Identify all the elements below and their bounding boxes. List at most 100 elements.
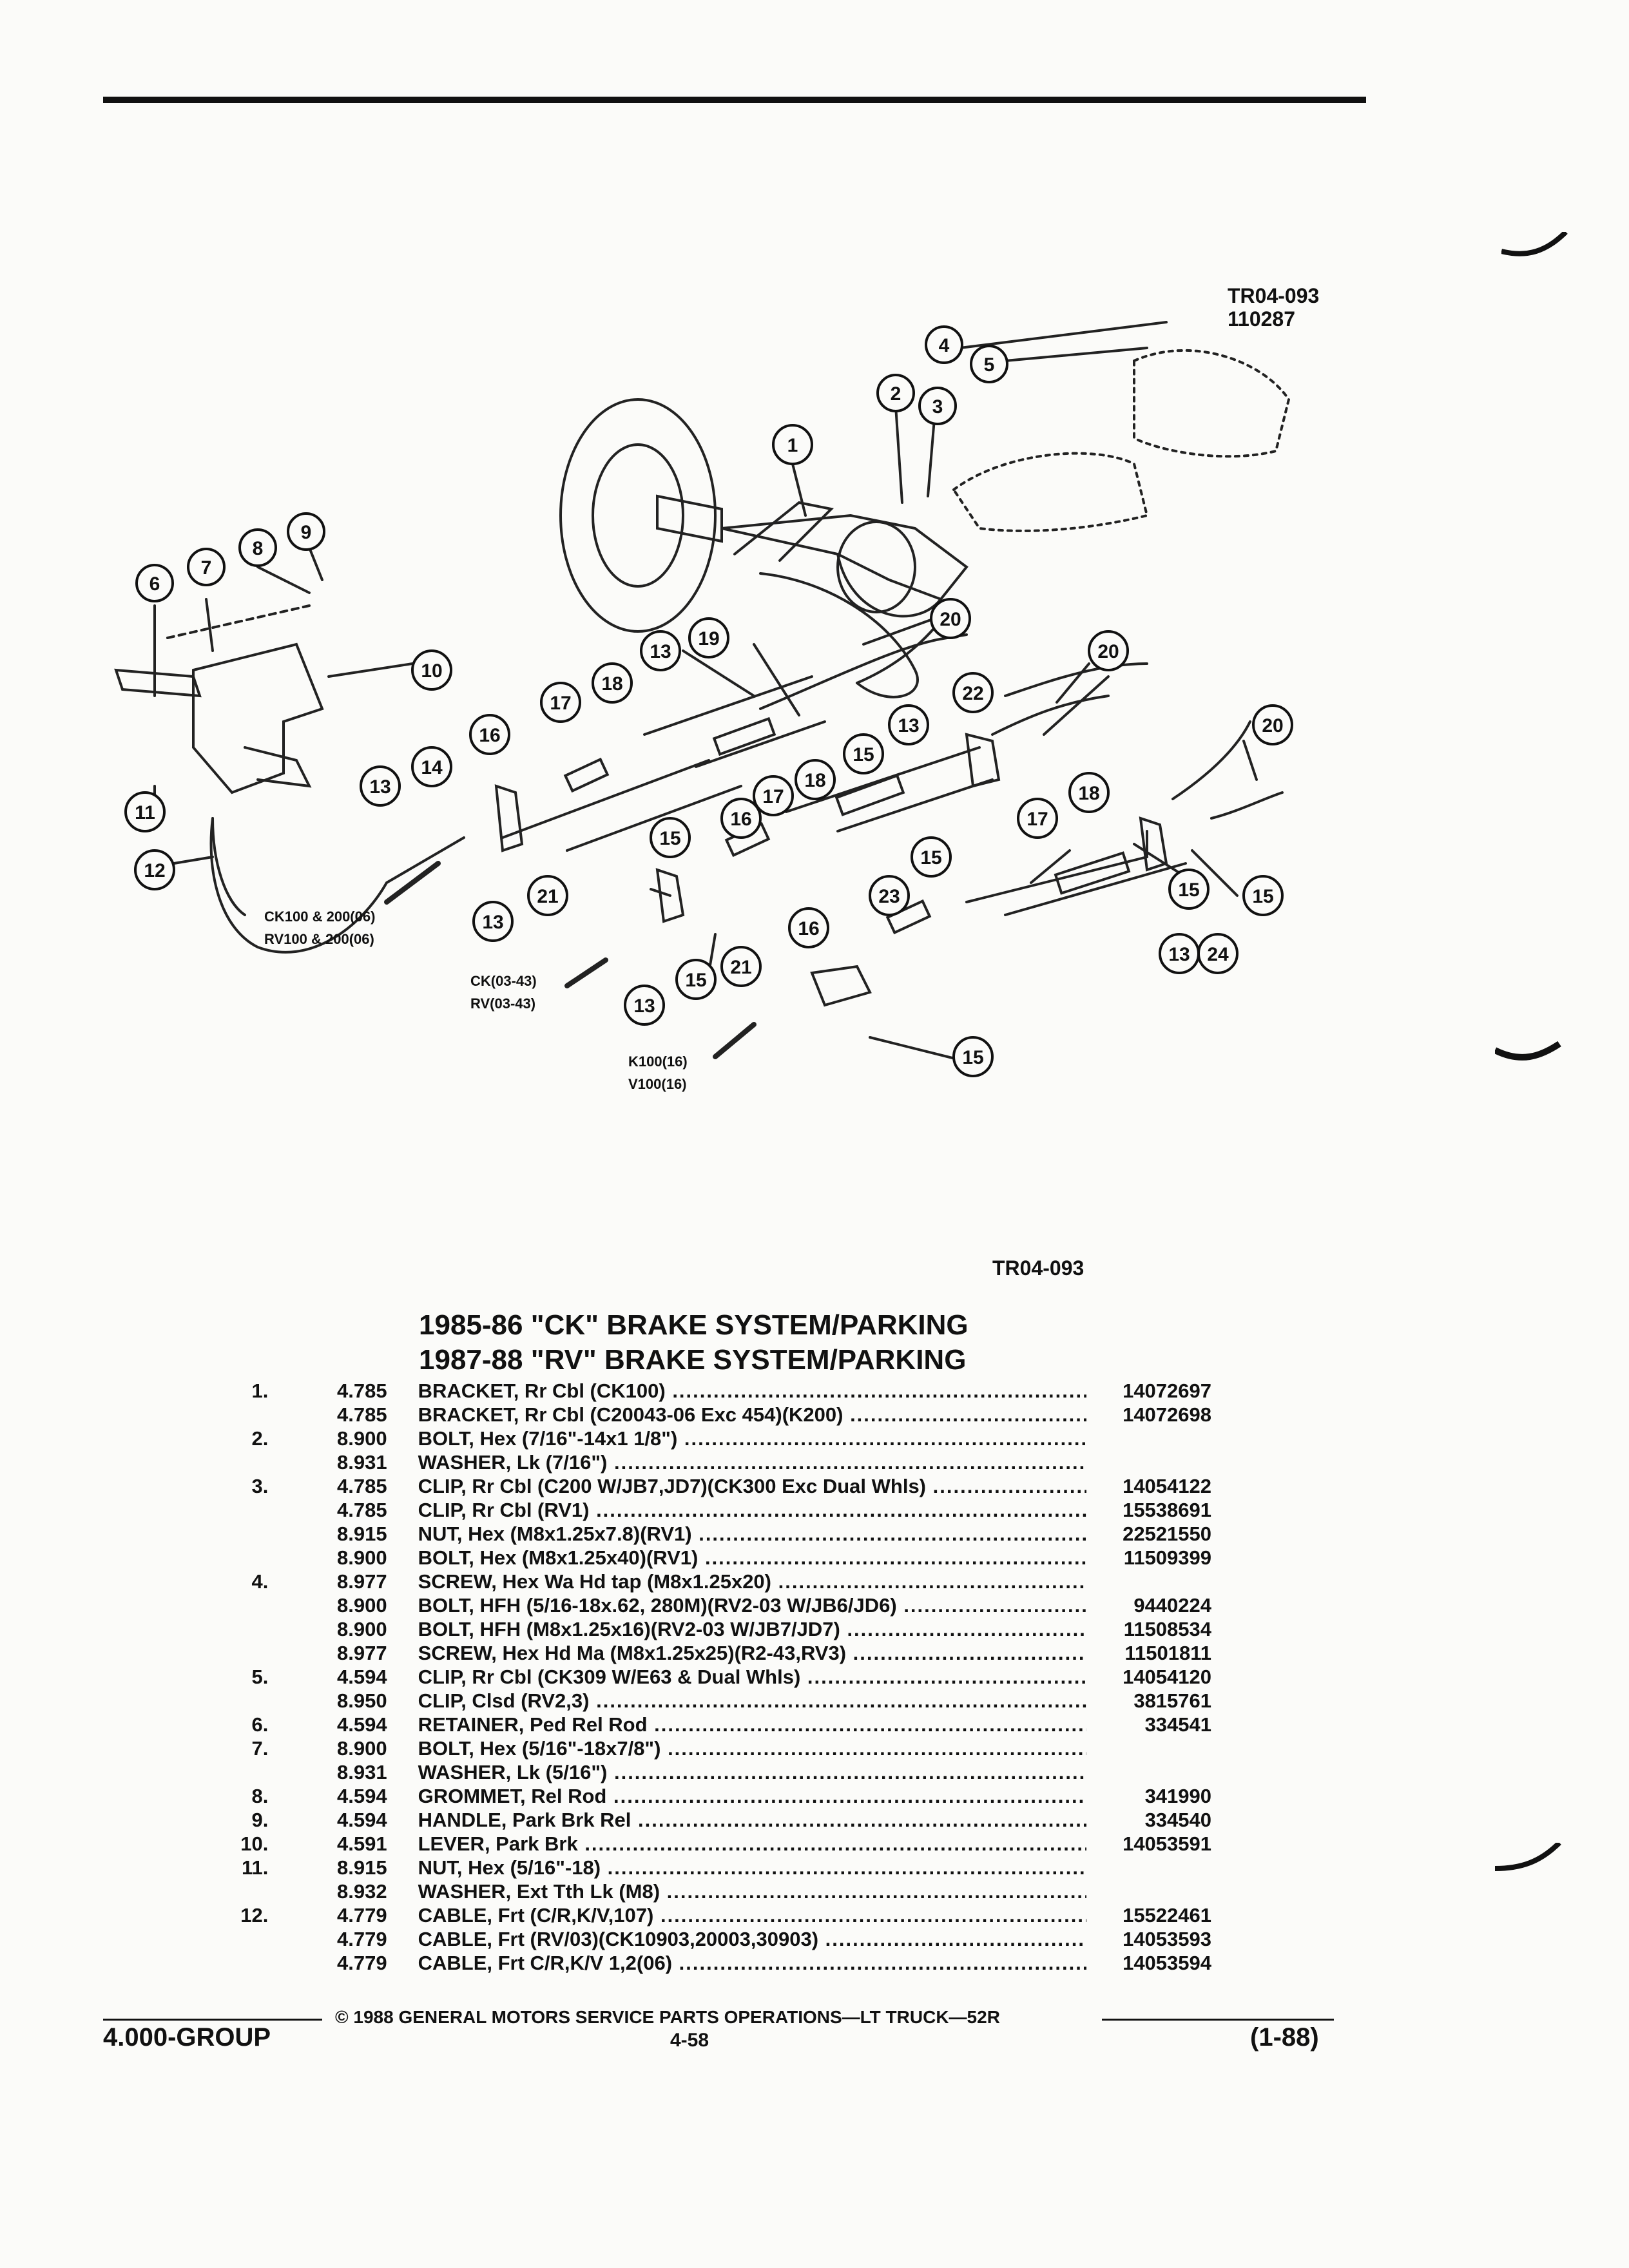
- callout-21: 21: [537, 886, 558, 907]
- part-number: 334541: [1086, 1713, 1212, 1736]
- part-item-number: 5.: [251, 1666, 269, 1688]
- callout-15: 15: [920, 847, 941, 869]
- part-group-number: 4.594: [337, 1666, 387, 1688]
- part-number: 14072698: [1086, 1403, 1212, 1427]
- callout-15: 15: [1178, 879, 1199, 901]
- part-number: 14072697: [1086, 1379, 1212, 1403]
- revision-date: (1-88): [1250, 2023, 1319, 2052]
- callout-19: 19: [698, 628, 719, 649]
- part-group-number: 4.785: [337, 1379, 387, 1402]
- part-description: CABLE, Frt C/R,K/V 1,2(06): [387, 1951, 1087, 1975]
- part-item-number: 11.: [241, 1856, 269, 1879]
- part-group-number: 4.779: [337, 1928, 387, 1950]
- part-description: BOLT, Hex (5/16"-18x7/8"): [387, 1736, 1087, 1760]
- callout-6: 6: [149, 573, 160, 595]
- part-number: 15538691: [1086, 1498, 1212, 1522]
- part-description: BOLT, HFH (5/16-18x.62, 280M)(RV2-03 W/J…: [387, 1593, 1087, 1617]
- part-description: CLIP, Rr Cbl (RV1): [387, 1498, 1087, 1522]
- callout-13: 13: [482, 912, 503, 933]
- part-description: NUT, Hex (M8x1.25x7.8)(RV1): [387, 1522, 1087, 1546]
- part-description: LEVER, Park Brk: [387, 1832, 1087, 1856]
- callout-15: 15: [962, 1047, 983, 1068]
- figure-id: TR04-093: [1228, 284, 1320, 307]
- callout-17: 17: [550, 693, 571, 714]
- label-k100: K100(16): [628, 1053, 688, 1070]
- part-item-number: [193, 1689, 268, 1713]
- part-description: BOLT, Hex (M8x1.25x40)(RV1): [387, 1546, 1087, 1570]
- part-number: [1086, 1736, 1212, 1760]
- part-description: CABLE, Frt (C/R,K/V,107): [387, 1903, 1087, 1927]
- part-description: BRACKET, Rr Cbl (CK100): [387, 1379, 1087, 1403]
- part-number: 3815761: [1086, 1689, 1212, 1713]
- part-group-number: 8.931: [337, 1451, 387, 1474]
- label-rv100: RV100 & 200(06): [264, 931, 374, 947]
- callout-16: 16: [730, 809, 751, 830]
- callout-23: 23: [878, 886, 900, 907]
- part-description: BOLT, HFH (M8x1.25x16)(RV2-03 W/JB7/JD7): [387, 1617, 1087, 1641]
- part-group-number: 8.915: [337, 1856, 387, 1879]
- callout-4: 4: [939, 335, 950, 356]
- callout-11: 11: [135, 802, 155, 823]
- callout-18: 18: [601, 673, 622, 695]
- part-number: [1086, 1879, 1212, 1903]
- callout-circles: 1 2 3 4 5 6 7 8 9 10 11 12 13 14 16 17 1…: [124, 325, 1293, 1077]
- part-item-number: 1.: [251, 1379, 269, 1402]
- part-item-number: [193, 1522, 268, 1546]
- part-description: HANDLE, Park Brk Rel: [387, 1808, 1087, 1832]
- part-number: 11501811: [1086, 1641, 1212, 1665]
- part-item-number: 8.: [251, 1785, 269, 1807]
- part-item-number: [193, 1403, 268, 1427]
- callout-17: 17: [1027, 809, 1048, 830]
- part-number: 14054122: [1086, 1474, 1212, 1498]
- callout-24: 24: [1207, 944, 1229, 965]
- callout-15: 15: [685, 970, 706, 991]
- park-brake-lever: [192, 642, 324, 794]
- part-number: 11508534: [1086, 1617, 1212, 1641]
- part-number: 22521550: [1086, 1522, 1212, 1546]
- part-group-number: 8.932: [337, 1880, 387, 1903]
- callout-10: 10: [421, 660, 442, 682]
- caption-code: TR04-093: [992, 1256, 1084, 1280]
- part-item-number: 12.: [240, 1904, 269, 1927]
- part-description: CLIP, Clsd (RV2,3): [387, 1689, 1087, 1713]
- callout-7: 7: [201, 557, 212, 579]
- part-description: NUT, Hex (5/16"-18): [387, 1856, 1087, 1879]
- part-item-number: [193, 1879, 268, 1903]
- callout-20: 20: [1262, 715, 1283, 736]
- part-number: 341990: [1086, 1784, 1212, 1808]
- part-item-number: 10.: [240, 1832, 269, 1855]
- edge-mark: [1495, 1843, 1561, 1871]
- part-group-number: 4.594: [337, 1713, 387, 1736]
- part-group-number: 8.900: [337, 1427, 387, 1450]
- part-group-number: 8.900: [337, 1546, 387, 1569]
- part-group-number: 4.594: [337, 1785, 387, 1807]
- edge-mark: [1501, 232, 1568, 256]
- title-ck: 1985-86 "CK" BRAKE SYSTEM/PARKING: [419, 1309, 969, 1341]
- callout-13: 13: [369, 776, 390, 798]
- callout-12: 12: [144, 860, 165, 881]
- part-group-number: 4.779: [337, 1904, 387, 1927]
- part-item-number: [193, 1927, 268, 1951]
- part-item-number: 3.: [251, 1475, 269, 1497]
- part-description: CABLE, Frt (RV/03)(CK10903,20003,30903): [387, 1927, 1087, 1951]
- part-number: [1086, 1450, 1212, 1474]
- part-item-number: 2.: [251, 1427, 269, 1450]
- part-group-number: 4.594: [337, 1809, 387, 1831]
- label-ck03: CK(03-43): [470, 973, 537, 989]
- callout-16: 16: [479, 725, 500, 746]
- callout-13: 13: [898, 715, 919, 736]
